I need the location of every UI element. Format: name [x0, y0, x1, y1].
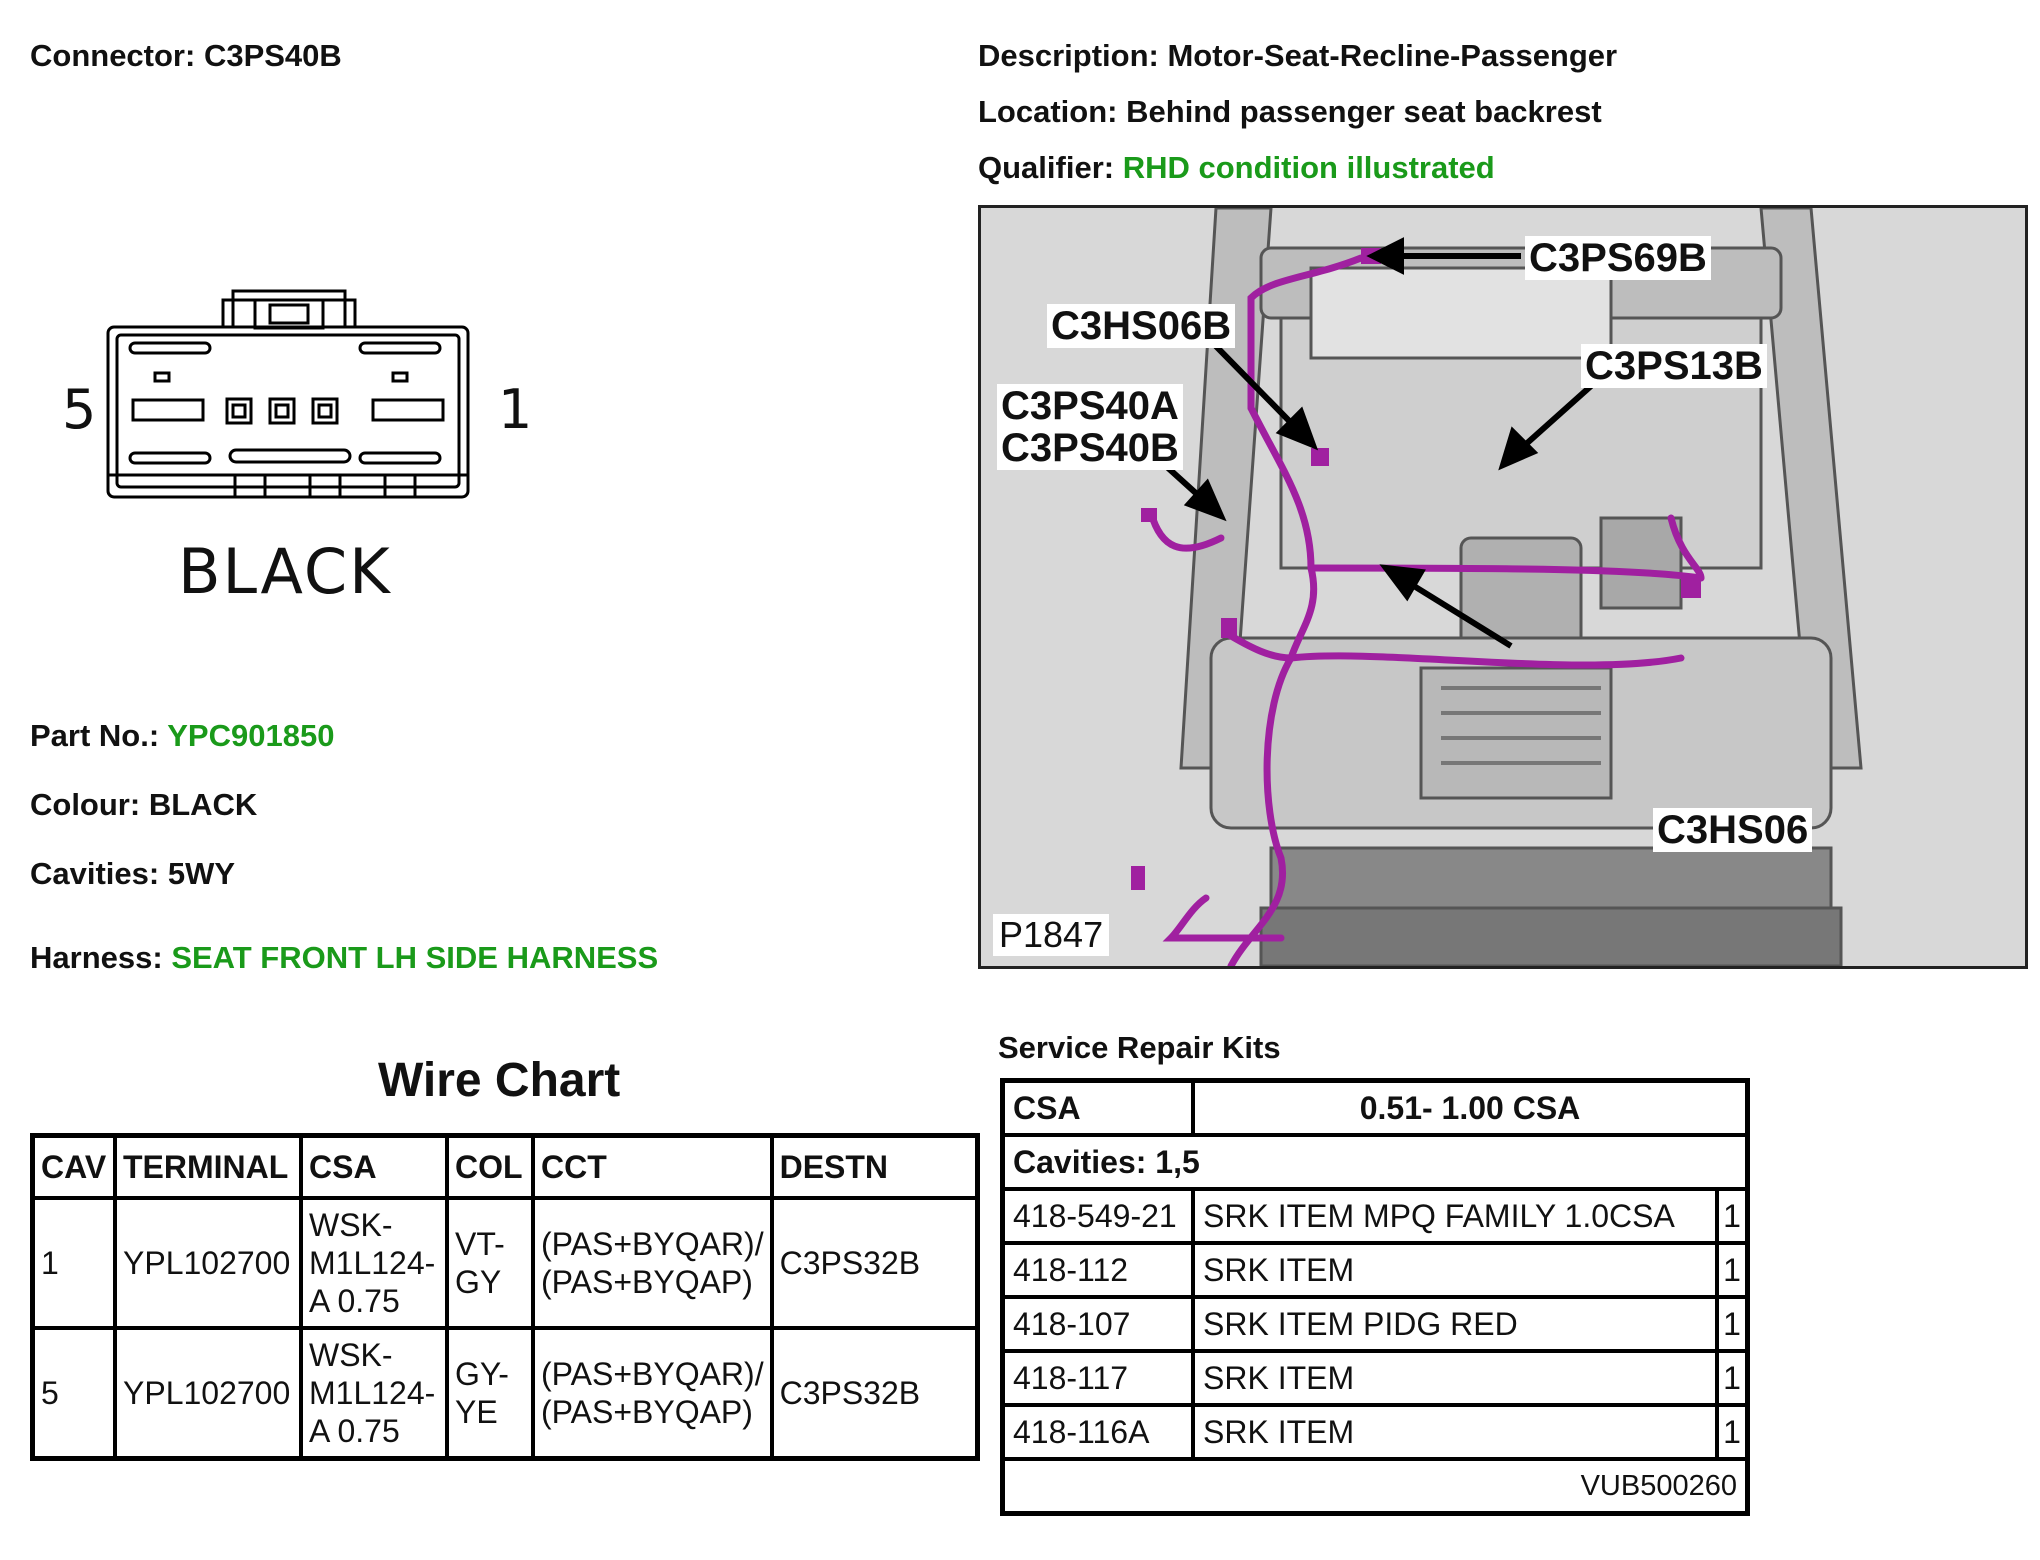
kits-csa-label: CSA — [1000, 1078, 1195, 1137]
harness-label: Harness: — [30, 940, 163, 975]
kits-cavities: Cavities: 1,5 — [1000, 1133, 1750, 1191]
harness-value[interactable]: SEAT FRONT LH SIDE HARNESS — [171, 940, 659, 975]
col-header-terminal: TERMINAL — [113, 1133, 303, 1200]
kits-footer-code: VUB500260 — [1000, 1457, 1750, 1516]
description-line: Description: Motor-Seat-Recline-Passenge… — [978, 38, 1617, 74]
kit-part[interactable]: 418-116A — [1000, 1403, 1195, 1461]
cell-cct: (PAS+BYQAR)/ (PAS+BYQAP) — [531, 1326, 774, 1461]
cell-col: VT- GY — [445, 1196, 535, 1330]
col-header-cct: CCT — [531, 1133, 774, 1200]
pin-1-label: 1 — [498, 378, 533, 441]
kit-qty: 1 — [1715, 1295, 1750, 1353]
callout-c3ps40a: C3PS40A — [997, 384, 1183, 428]
connector-colour-caption: BLACK — [178, 535, 392, 608]
cell-cct: (PAS+BYQAR)/ (PAS+BYQAP) — [531, 1196, 774, 1330]
qualifier-value: RHD condition illustrated — [1122, 150, 1495, 185]
colour-label: Colour: — [30, 787, 141, 822]
kit-part[interactable]: 418-112 — [1000, 1241, 1195, 1299]
description-label: Description: — [978, 38, 1159, 73]
table-row: 418-549-21 SRK ITEM MPQ FAMILY 1.0CSA 1 — [1000, 1187, 1750, 1245]
kit-desc: SRK ITEM PIDG RED — [1191, 1295, 1719, 1353]
part-no-line: Part No.: YPC901850 — [30, 718, 334, 754]
kit-qty: 1 — [1715, 1241, 1750, 1299]
service-kits-table: CSA 0.51- 1.00 CSA Cavities: 1,5 418-549… — [1000, 1078, 1750, 1516]
kit-qty: 1 — [1715, 1403, 1750, 1461]
qualifier-line: Qualifier: RHD condition illustrated — [978, 150, 1495, 186]
kit-part[interactable]: 418-549-21 — [1000, 1187, 1195, 1245]
col-header-cav: CAV — [30, 1133, 117, 1200]
cell-terminal: YPL102700 — [113, 1196, 303, 1330]
cell-destn[interactable]: C3PS32B — [769, 1326, 980, 1461]
kits-csa-row: CSA 0.51- 1.00 CSA — [1000, 1078, 1750, 1137]
table-row: 5 YPL102700 WSK- M1L124- A 0.75 GY- YE (… — [30, 1326, 980, 1461]
wire-chart-header-row: CAV TERMINAL CSA COL CCT DESTN — [30, 1133, 980, 1200]
kits-cavities-row: Cavities: 1,5 — [1000, 1133, 1750, 1191]
location-value: Behind passenger seat backrest — [1126, 94, 1602, 129]
location-line: Location: Behind passenger seat backrest — [978, 94, 1602, 130]
kit-qty: 1 — [1715, 1349, 1750, 1407]
cell-terminal: YPL102700 — [113, 1326, 303, 1461]
callout-c3ps13b: C3PS13B — [1581, 344, 1767, 388]
kit-desc: SRK ITEM MPQ FAMILY 1.0CSA — [1191, 1187, 1719, 1245]
harness-line: Harness: SEAT FRONT LH SIDE HARNESS — [30, 940, 658, 976]
table-row: 418-112 SRK ITEM 1 — [1000, 1241, 1750, 1299]
colour-value: BLACK — [148, 787, 258, 822]
pin-5-label: 5 — [62, 378, 97, 441]
kit-part[interactable]: 418-117 — [1000, 1349, 1195, 1407]
col-header-csa: CSA — [299, 1133, 449, 1200]
table-row: 1 YPL102700 WSK- M1L124- A 0.75 VT- GY (… — [30, 1196, 980, 1330]
callout-c3hs06: C3HS06 — [1653, 808, 1813, 852]
kit-qty: 1 — [1715, 1187, 1750, 1245]
cavities-label: Cavities: — [30, 856, 160, 891]
connector-label: Connector: — [30, 38, 196, 73]
cell-cav: 5 — [30, 1326, 117, 1461]
cell-cav: 1 — [30, 1196, 117, 1330]
table-row: 418-116A SRK ITEM 1 — [1000, 1403, 1750, 1461]
cell-col: GY- YE — [445, 1326, 535, 1461]
connector-heading: Connector: C3PS40B — [30, 38, 342, 74]
kit-part[interactable]: 418-107 — [1000, 1295, 1195, 1353]
part-no-value[interactable]: YPC901850 — [167, 718, 335, 753]
service-kits-title: Service Repair Kits — [998, 1030, 1281, 1065]
kit-desc: SRK ITEM — [1191, 1403, 1719, 1461]
connector-face-diagram — [106, 289, 470, 499]
seat-location-image: C3PS69B C3HS06B C3PS13B C3PS40A C3PS40B … — [978, 205, 2028, 969]
qualifier-label: Qualifier: — [978, 150, 1115, 185]
col-header-col: COL — [445, 1133, 535, 1200]
cell-csa: WSK- M1L124- A 0.75 — [299, 1196, 449, 1330]
kit-desc: SRK ITEM — [1191, 1241, 1719, 1299]
image-id-label: P1847 — [993, 914, 1110, 956]
callout-c3hs06b: C3HS06B — [1047, 304, 1236, 348]
description-value: Motor-Seat-Recline-Passenger — [1167, 38, 1618, 73]
seat-frame-illustration — [981, 208, 2025, 966]
location-label: Location: — [978, 94, 1118, 129]
cell-csa: WSK- M1L124- A 0.75 — [299, 1326, 449, 1461]
callout-c3ps69b: C3PS69B — [1525, 236, 1711, 280]
col-header-destn: DESTN — [769, 1133, 980, 1200]
kit-desc: SRK ITEM — [1191, 1349, 1719, 1407]
connector-value: C3PS40B — [203, 38, 342, 73]
callout-c3ps40b: C3PS40B — [997, 426, 1183, 470]
kits-csa-value: 0.51- 1.00 CSA — [1191, 1078, 1750, 1137]
cell-destn[interactable]: C3PS32B — [769, 1196, 980, 1330]
table-row: 418-107 SRK ITEM PIDG RED 1 — [1000, 1295, 1750, 1353]
part-no-label: Part No.: — [30, 718, 160, 753]
colour-line: Colour: BLACK — [30, 787, 257, 823]
table-row: 418-117 SRK ITEM 1 — [1000, 1349, 1750, 1407]
cavities-value: 5WY — [167, 856, 236, 891]
kits-footer-row: VUB500260 — [1000, 1457, 1750, 1516]
wire-chart-table: CAV TERMINAL CSA COL CCT DESTN 1 YPL1027… — [30, 1133, 980, 1461]
cavities-line: Cavities: 5WY — [30, 856, 235, 892]
wire-chart-title: Wire Chart — [378, 1054, 621, 1107]
